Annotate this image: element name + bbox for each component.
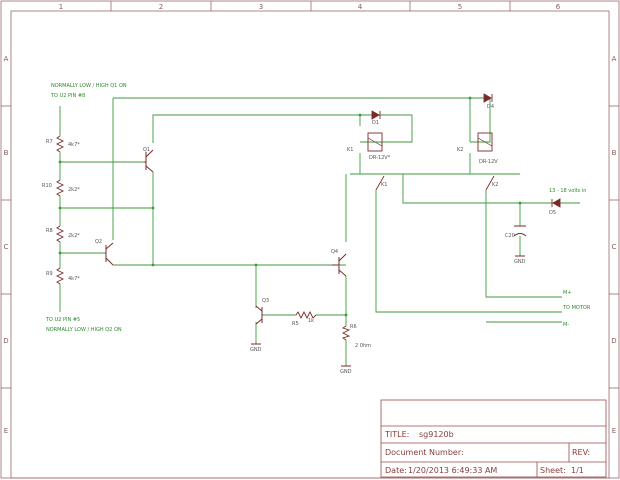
label-q4: Q4 <box>331 249 338 255</box>
value-r5: 1k <box>308 318 314 324</box>
title-block <box>380 399 607 478</box>
resistor-r10 <box>55 179 65 197</box>
relay-coil-k1 <box>367 132 383 152</box>
transistor-q4 <box>332 253 347 277</box>
grid-col-5: 5 <box>458 3 462 11</box>
sheet-value: 1/1 <box>571 466 584 475</box>
resistor-r7 <box>55 135 65 153</box>
relay-switch-k2 <box>485 175 495 191</box>
wires <box>59 97 580 366</box>
diode-d4 <box>483 93 493 103</box>
label-d5: D5 <box>549 210 556 216</box>
label-d4: D4 <box>487 104 494 110</box>
grid-col-1: 1 <box>59 3 63 11</box>
resistor-r8 <box>55 225 65 243</box>
resistor-r5 <box>295 310 317 320</box>
capacitor-c20 <box>513 225 527 237</box>
label-gnd-r6: GND <box>340 369 352 375</box>
value-r10: 2k2* <box>68 187 80 193</box>
grid-row-e-right: E <box>612 427 616 435</box>
label-k2-model: DR-12V <box>479 159 498 165</box>
grid-col-2: 2 <box>159 3 163 11</box>
note-to-u2-pin5: TO U2 PIN #5 <box>45 317 80 323</box>
document-number-label: Document Number: <box>385 448 464 457</box>
transistor-q2 <box>105 242 114 266</box>
diode-d1 <box>371 110 381 120</box>
label-r7: R7 <box>46 139 53 145</box>
grid-col-4: 4 <box>358 3 363 11</box>
label-r10: R10 <box>42 183 52 189</box>
rev-label: REV: <box>572 448 590 457</box>
grid-row-a-right: A <box>612 55 617 63</box>
note-to-motor: TO MOTOR <box>562 305 591 311</box>
label-q2: Q2 <box>95 239 102 245</box>
resistor-r9 <box>55 267 65 285</box>
label-r9: R9 <box>46 271 53 277</box>
note-to-u2-pin8: TO U2 PIN #8 <box>50 93 85 99</box>
grid-col-3: 3 <box>259 3 263 11</box>
title-value: sg9120b <box>419 430 454 439</box>
grid-row-d-right: D <box>611 337 616 345</box>
relay-coil-k2 <box>477 132 493 152</box>
label-k1-coil: K1 <box>347 147 353 153</box>
value-r9: 4k7* <box>68 276 80 282</box>
sheet-label: Sheet: <box>540 466 566 475</box>
label-q1: Q1 <box>143 147 150 153</box>
label-k2-switch: K2 <box>492 182 498 188</box>
date-value: 1/20/2013 6:49:33 AM <box>408 466 497 475</box>
value-r6: 2 0hm <box>355 343 371 349</box>
note-m-plus: M+ <box>563 290 572 296</box>
grid-row-e-left: E <box>4 427 8 435</box>
value-r7: 4k7* <box>68 142 80 148</box>
transistor-q1 <box>144 149 154 173</box>
grid-row-b-right: B <box>612 149 617 157</box>
transistor-q3 <box>255 305 263 325</box>
junctions <box>58 96 522 317</box>
grid-row-a-left: A <box>4 55 9 63</box>
note-normally-low-q1: NORMALLY LOW / HIGH Q1 ON <box>51 83 127 89</box>
grid-row-b-left: B <box>4 149 9 157</box>
note-supply-input: 13 - 18 volts in <box>549 188 586 194</box>
label-r8: R8 <box>46 228 53 234</box>
relay-switch-k1 <box>375 175 385 191</box>
label-k1-switch: K1 <box>381 182 387 188</box>
grid-row-c-right: C <box>612 243 617 251</box>
label-k1-model: DR-12V* <box>369 155 391 161</box>
grid-row-c-left: C <box>4 243 9 251</box>
note-m-minus: M- <box>563 322 569 328</box>
label-d1: D1 <box>372 120 379 126</box>
label-c20: C20 <box>505 233 515 239</box>
grid-col-6: 6 <box>556 3 561 11</box>
grid-row-d-left: D <box>3 337 8 345</box>
label-r6: R6 <box>350 324 357 330</box>
note-normally-low-q2: NORMALLY LOW / HIGH Q2 ON <box>46 327 122 333</box>
resistor-r6 <box>341 325 351 341</box>
label-q3: Q3 <box>262 298 269 304</box>
value-r8: 2k2* <box>68 233 80 239</box>
diode-d5 <box>551 198 561 208</box>
label-r5: R5 <box>292 321 299 327</box>
date-label: Date: <box>385 466 407 475</box>
label-gnd-c20: GND <box>514 259 526 265</box>
title-label: TITLE: <box>384 430 409 439</box>
label-gnd-q3: GND <box>250 347 262 353</box>
label-k2-coil: K2 <box>457 147 463 153</box>
